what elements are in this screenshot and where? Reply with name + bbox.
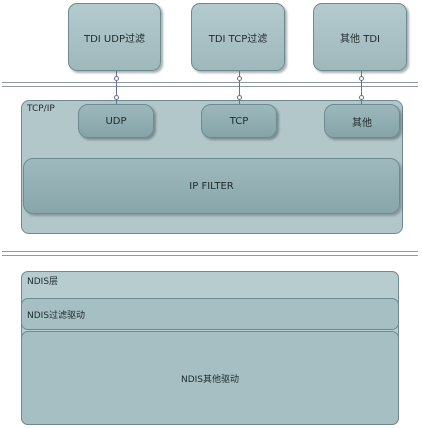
tdi-udp-filter-box: TDI UDP过滤 <box>68 3 161 71</box>
ndis-filter-driver-label: NDIS过滤驱动 <box>27 310 86 321</box>
ip-filter-box: IP FILTER <box>23 158 400 214</box>
other-protocol-label: 其他 <box>352 117 372 129</box>
other-protocol-box: 其他 <box>324 104 400 138</box>
ndis-filter-driver-box: NDIS过滤驱动 <box>21 298 399 330</box>
connector-other-bottom-dot <box>359 95 364 100</box>
tdi-tcp-filter-box: TDI TCP过滤 <box>191 3 285 71</box>
connector-udp <box>116 71 117 107</box>
ip-filter-label: IP FILTER <box>189 180 234 192</box>
other-tdi-label: 其他 TDI <box>340 33 380 45</box>
tdi-tcp-filter-label: TDI TCP过滤 <box>208 33 268 45</box>
connector-other <box>361 71 362 107</box>
tcpip-ndis-separator <box>2 251 418 256</box>
connector-tcp-top-dot <box>237 76 242 81</box>
connector-tcp <box>239 71 240 107</box>
tcp-box: TCP <box>201 104 277 138</box>
tdi-tcpip-separator <box>2 82 418 87</box>
udp-box: UDP <box>78 104 154 138</box>
tcpip-panel-title: TCP/IP <box>27 104 55 114</box>
connector-tcp-bottom-dot <box>237 95 242 100</box>
udp-label: UDP <box>105 115 127 127</box>
tcp-label: TCP <box>229 115 249 127</box>
connector-udp-top-dot <box>114 76 119 81</box>
ndis-other-driver-label: NDIS其他驱动 <box>180 374 240 385</box>
tdi-udp-filter-label: TDI UDP过滤 <box>84 33 145 45</box>
ndis-layer-label: NDIS层 <box>27 277 59 287</box>
ndis-other-driver-box: NDIS其他驱动 <box>21 331 399 425</box>
connector-udp-bottom-dot <box>114 95 119 100</box>
other-tdi-box: 其他 TDI <box>313 3 407 71</box>
connector-other-top-dot <box>359 76 364 81</box>
